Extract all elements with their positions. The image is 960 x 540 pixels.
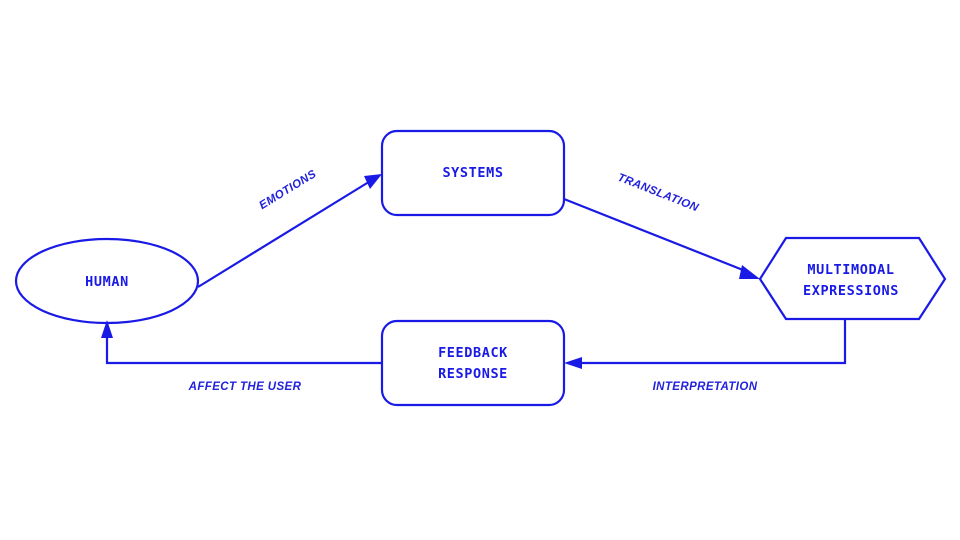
edge-feedback-to-human: AFFECT THE USER xyxy=(101,320,382,393)
edge-label-translation: TRANSLATION xyxy=(616,172,701,215)
arrowhead-into-systems xyxy=(364,174,382,189)
node-feedback-response[interactable]: FEEDBACK RESPONSE xyxy=(380,319,566,407)
node-label-human: HUMAN xyxy=(85,274,129,290)
edge-label-emotions: EMOTIONS xyxy=(257,168,318,212)
node-label-multimodal-line2: EXPRESSIONS xyxy=(803,283,899,299)
node-label-multimodal-line1: MULTIMODAL xyxy=(807,262,894,278)
edge-label-affect-the-user: AFFECT THE USER xyxy=(188,381,302,393)
node-label-feedback-line2: RESPONSE xyxy=(438,366,508,382)
feedback-box-shape[interactable] xyxy=(380,319,566,407)
edge-systems-to-multimodal: TRANSLATION xyxy=(563,172,760,279)
edge-line-feedback-to-human xyxy=(105,334,382,365)
edge-human-to-systems: EMOTIONS xyxy=(197,168,382,288)
arrowhead-into-multimodal xyxy=(739,265,760,279)
multimodal-hexagon-shape[interactable] xyxy=(758,236,947,321)
node-human[interactable]: HUMAN xyxy=(14,237,200,325)
human-ellipse-shape[interactable] xyxy=(14,237,200,325)
edge-line-multimodal-to-feedback xyxy=(578,319,847,365)
node-systems[interactable]: SYSTEMS xyxy=(380,129,566,217)
edge-label-interpretation: INTERPRETATION xyxy=(653,381,758,393)
node-label-feedback-line1: FEEDBACK xyxy=(438,345,508,361)
arrowhead-into-feedback xyxy=(564,357,582,369)
edge-line-systems-to-multimodal xyxy=(563,197,749,274)
systems-box-shape[interactable] xyxy=(380,129,566,217)
node-label-systems: SYSTEMS xyxy=(442,165,503,181)
node-multimodal-expressions[interactable]: MULTIMODAL EXPRESSIONS xyxy=(758,236,947,321)
edge-multimodal-to-feedback: INTERPRETATION xyxy=(564,319,847,393)
arrowhead-into-human xyxy=(101,320,113,338)
edge-line-human-to-systems xyxy=(197,179,373,288)
